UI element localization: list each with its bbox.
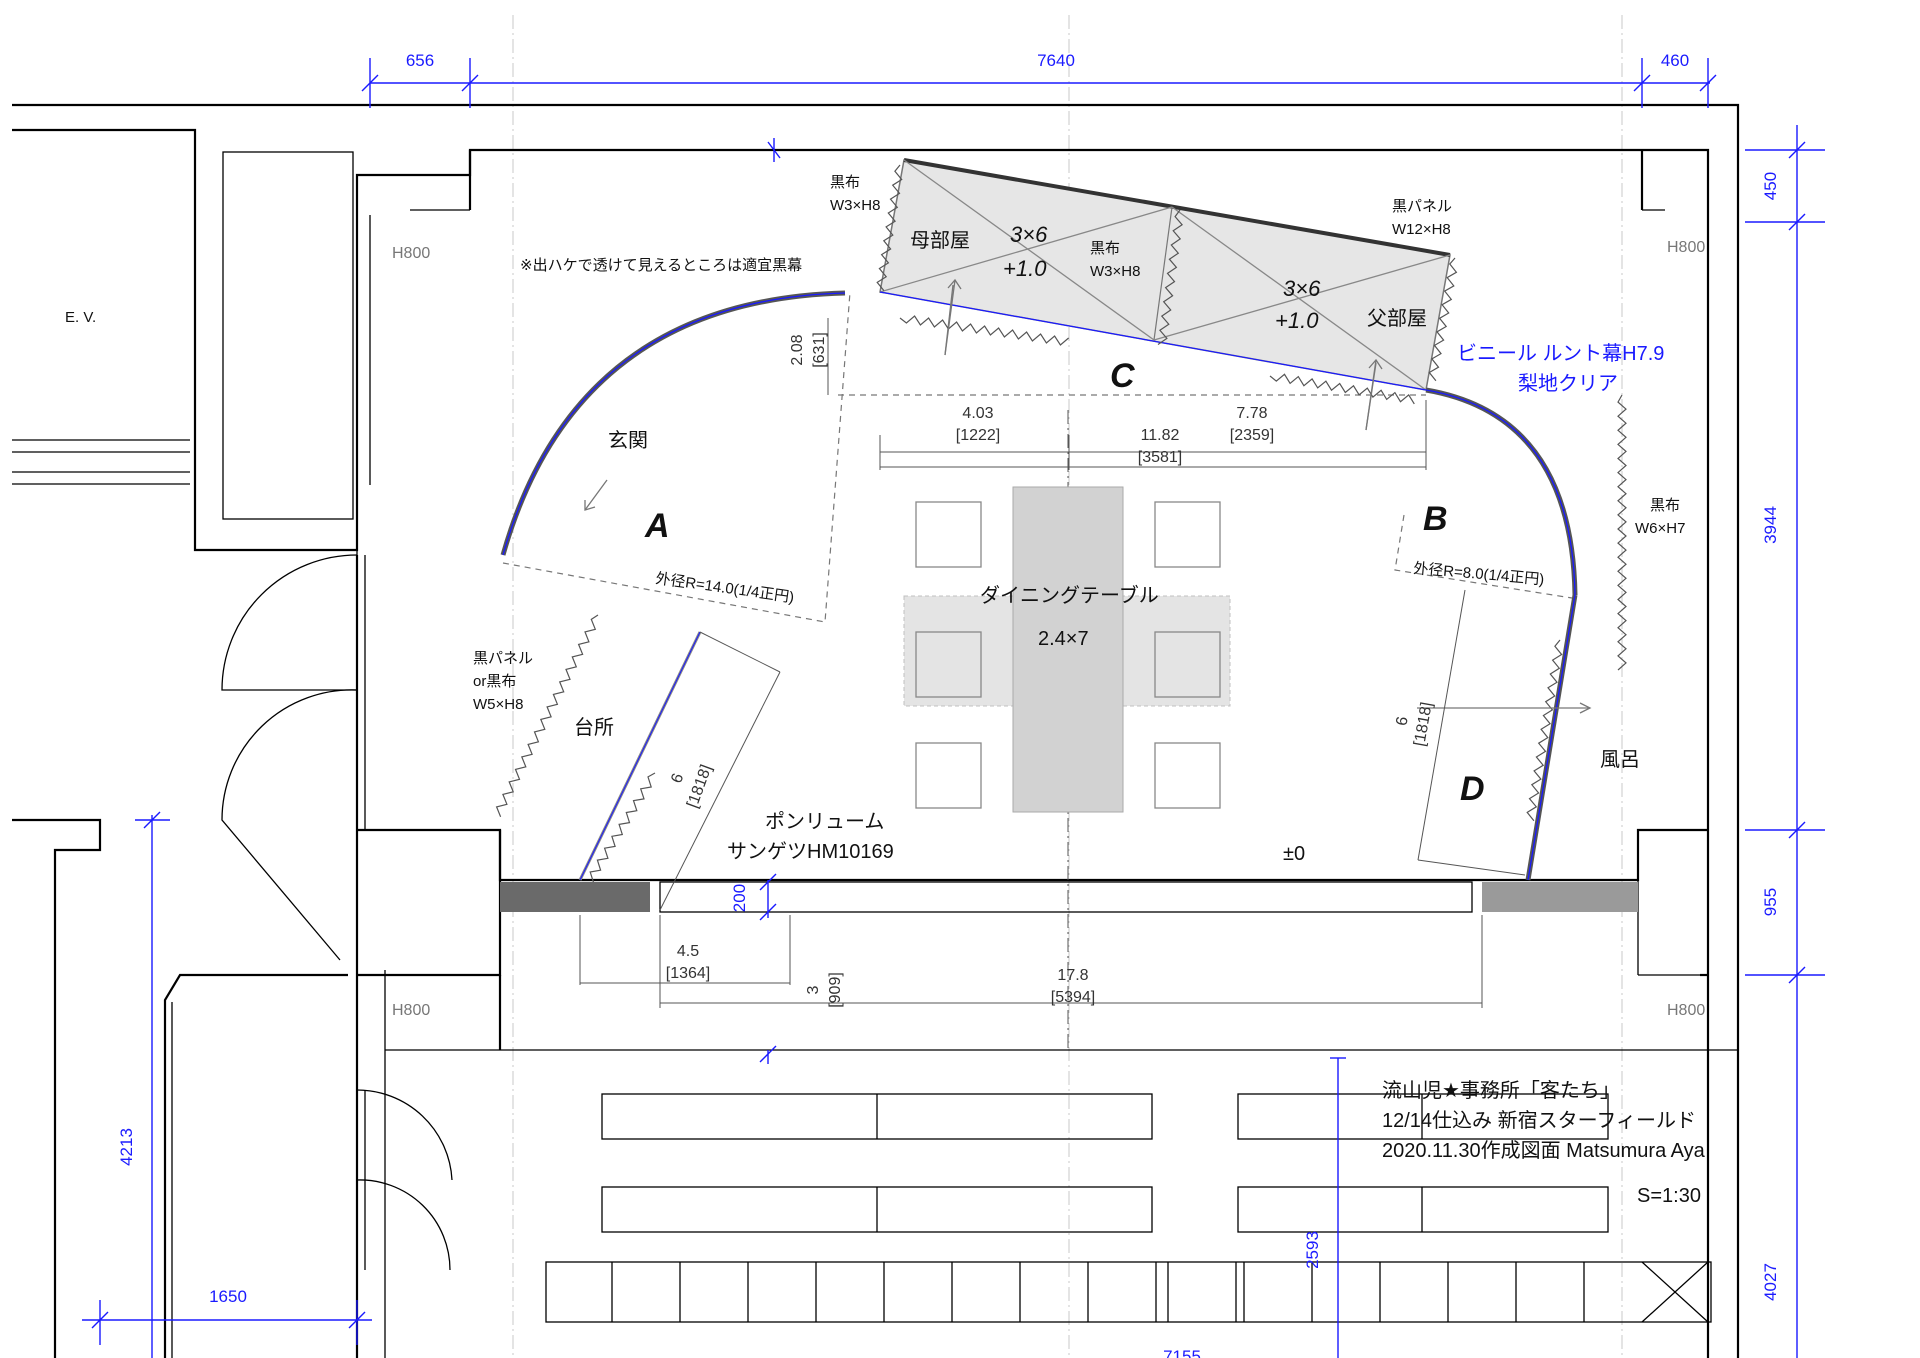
dim-bottom-partial: 7155 [1163, 1347, 1201, 1358]
doors [221, 554, 453, 1271]
title-line-2: 12/14仕込み 新宿スターフィールド [1382, 1109, 1696, 1132]
section-letters: A B C D [644, 357, 1485, 808]
dim-top-right: 460 [1661, 51, 1689, 70]
dim-right-3: 955 [1761, 888, 1780, 916]
front1-dim: 4.5 [677, 943, 699, 960]
kuropanel-top-size: W12×H8 [1392, 221, 1451, 238]
floor-product: サンゲツHM10169 [727, 840, 894, 863]
height-label: H800 [392, 1002, 430, 1019]
kuromaku-note: ※出ハケで透けて見えるところは適宜黒幕 [520, 256, 802, 274]
kitchen-dim: 6 [668, 771, 687, 785]
a-height-dim-mm: [631] [811, 332, 828, 368]
genkan-label: 玄関 [608, 429, 648, 452]
dim-left-horizontal: 1650 [209, 1287, 247, 1306]
kurofu-mid-size: W3×H8 [1090, 263, 1140, 280]
table-label: ダイニングテーブル [980, 583, 1159, 607]
vinyl-finish-label: 梨地クリア [1518, 372, 1618, 395]
letter-d: D [1460, 770, 1485, 808]
height-label: H800 [1667, 1002, 1705, 1019]
scale-label: S=1:30 [1637, 1185, 1701, 1207]
letter-c: C [1110, 357, 1135, 395]
front-total-dim: 17.8 [1057, 967, 1088, 984]
dim-right-1: 450 [1761, 172, 1780, 200]
dim-inner-vertical: 2593 [1303, 1231, 1322, 1269]
front2-dim: 3 [805, 985, 822, 994]
kuropanel-left-size: W5×H8 [473, 696, 523, 713]
height-label: H800 [392, 245, 430, 262]
title-block: 流山児★事務所「客たち」 12/14仕込み 新宿スターフィールド 2020.11… [1382, 1079, 1706, 1207]
dimension-labels: 656 7640 460 450 3944 955 4027 4213 1650… [117, 51, 1780, 1358]
front1-dim-mm: [1364] [666, 965, 710, 982]
kuropanel-left-name: 黒パネル [473, 650, 533, 667]
kurofu-right-name: 黒布 [1650, 497, 1680, 514]
dim-step: 200 [730, 884, 749, 912]
kurofu-top-size: W3×H8 [830, 197, 880, 214]
height-label: H800 [1667, 239, 1705, 256]
c2-dim-mm: [2359] [1230, 427, 1274, 444]
ev-label: E. V. [65, 309, 96, 326]
kurofu-mid-name: 黒布 [1090, 240, 1120, 257]
audience-seating [545, 1093, 1712, 1323]
kitchen-dim-mm: [1818] [684, 763, 715, 811]
curved-walls [500, 290, 1578, 881]
building-walls [12, 103, 1740, 1358]
bath-dim: 6 [1393, 715, 1411, 727]
haha-stage-height: +1.0 [1003, 256, 1047, 281]
raised-platforms [879, 158, 1451, 431]
c-total-dim: 11.82 [1141, 427, 1180, 444]
daidokoro-label: 台所 [574, 716, 614, 739]
letter-b: B [1423, 500, 1448, 538]
dim-right-2: 3944 [1761, 506, 1780, 544]
table-size: 2.4×7 [1038, 628, 1089, 650]
chichi-stage-height: +1.0 [1275, 308, 1319, 333]
title-line-1: 流山児★事務所「客たち」 [1382, 1079, 1620, 1102]
height-labels: H800 H800 H800 H800 [392, 239, 1705, 1019]
front2-dim-mm: [909] [827, 972, 844, 1008]
dim-top-left: 656 [406, 51, 434, 70]
curtains [495, 164, 1627, 883]
dining-set [903, 486, 1231, 813]
radius-a-label: 外径R=14.0(1/4正円) [654, 570, 795, 606]
kurofu-right-size: W6×H7 [1635, 520, 1685, 537]
haha-label: 母部屋 [910, 229, 970, 252]
front-total-dim-mm: [5394] [1051, 989, 1095, 1006]
kuropanel-left-alt: or黒布 [473, 673, 516, 690]
chichi-stage-size: 3×6 [1283, 276, 1321, 301]
dim-top-center: 7640 [1037, 51, 1075, 70]
room-labels: E. V. 玄関 台所 風呂 母部屋 父部屋 [65, 229, 1640, 771]
radius-b-label: 外径R=8.0(1/4正円) [1413, 560, 1545, 588]
direction-arrows [584, 278, 1592, 714]
kurofu-top-name: 黒布 [830, 174, 860, 191]
stage-front [500, 881, 1638, 913]
letter-a: A [644, 507, 670, 545]
a-height-dim: 2.08 [789, 334, 806, 365]
floor-material: ポンリューム [765, 810, 884, 833]
c1-dim: 4.03 [962, 405, 993, 422]
dim-right-4: 4027 [1761, 1263, 1780, 1301]
bath-dim-mm: [1818] [1411, 701, 1435, 748]
chichi-label: 父部屋 [1367, 307, 1427, 330]
c2-dim: 7.78 [1236, 405, 1267, 422]
furo-label: 風呂 [1600, 749, 1640, 771]
haha-stage-size: 3×6 [1010, 222, 1048, 247]
c-total-dim-mm: [3581] [1138, 449, 1182, 466]
dimension-lines [82, 58, 1825, 1358]
c1-dim-mm: [1222] [956, 427, 1000, 444]
dashed-guides [502, 291, 1573, 623]
kuropanel-top-name: 黒パネル [1392, 198, 1452, 215]
dim-left-vertical: 4213 [117, 1128, 136, 1166]
level-label: ±0 [1283, 843, 1305, 865]
vinyl-curtain-label: ビニール ルント幕H7.9 [1457, 342, 1664, 365]
title-line-3: 2020.11.30作成図面 Matsumura Aya [1382, 1139, 1706, 1162]
